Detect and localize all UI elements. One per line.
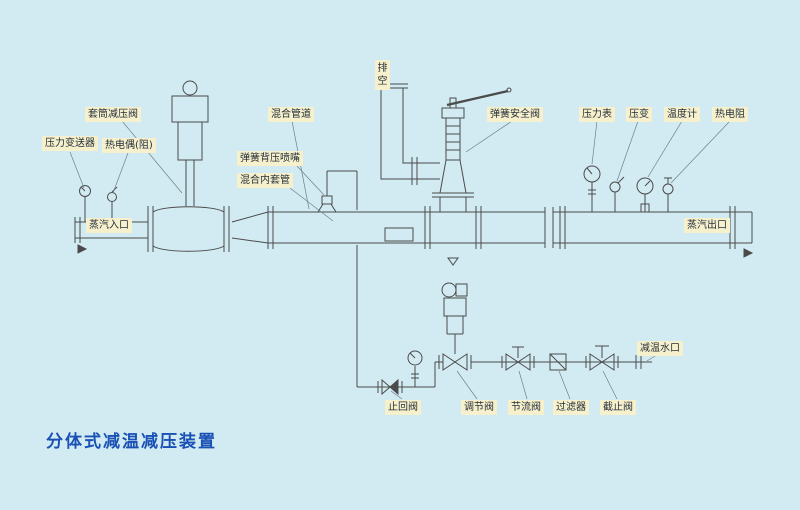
water-injection-riser xyxy=(326,170,358,387)
label-spring-safety-valve: 弹簧安全阀 xyxy=(487,107,543,122)
label-regulating-valve: 调节阀 xyxy=(461,400,497,415)
flow-arrow-icon xyxy=(77,244,754,266)
leader-lines xyxy=(69,120,731,400)
thermocouple-symbol xyxy=(107,186,118,222)
label-vent: 排空 xyxy=(375,60,390,90)
label-spring-back-pressure-nozzle: 弹簧背压喷嘴 xyxy=(237,151,303,166)
branch-pressure-gauge-symbol xyxy=(407,350,423,387)
label-pressure-transmitter: 压力变送器 xyxy=(42,136,98,151)
pressure-transmitter-symbol xyxy=(79,185,91,222)
label-thermal-resistor: 热电阻 xyxy=(712,107,748,122)
reducer-symbol xyxy=(231,206,274,249)
regulating-valve-symbol xyxy=(438,282,472,371)
stop-valve-symbol xyxy=(585,345,619,371)
label-steam-outlet: 蒸汽出口 xyxy=(684,218,730,233)
label-sleeve-pressure-reducing-valve: 套筒减压阀 xyxy=(85,107,141,122)
strainer-symbol xyxy=(549,353,567,371)
thermal-resistor-symbol xyxy=(662,177,674,212)
label-pressure-transducer: 压变 xyxy=(626,107,652,122)
thermometer-symbol xyxy=(636,177,654,213)
label-thermometer: 温度计 xyxy=(664,107,700,122)
label-strainer: 过滤器 xyxy=(553,400,589,415)
pressure-gauge-symbol xyxy=(583,165,601,212)
pressure-transducer-symbol xyxy=(609,176,625,212)
label-stop-valve: 截止阀 xyxy=(600,400,636,415)
spring-back-pressure-nozzle-symbol xyxy=(317,195,337,213)
label-mixing-pipe: 混合管道 xyxy=(268,107,314,122)
label-thermocouple: 热电偶(阻) xyxy=(102,138,156,153)
label-mixing-inner-sleeve: 混合内套管 xyxy=(237,173,293,188)
throttle-valve-symbol xyxy=(501,346,535,371)
label-pressure-gauge: 压力表 xyxy=(579,107,615,122)
check-valve-symbol xyxy=(377,378,403,396)
page-title: 分体式减温减压装置 xyxy=(46,432,217,452)
cooling-water-line xyxy=(357,355,652,388)
sleeve-pressure-reducing-valve-symbol xyxy=(147,80,230,252)
label-cooling-water-inlet: 减温水口 xyxy=(637,341,683,356)
label-check-valve: 止回阀 xyxy=(385,400,421,415)
main-pipe xyxy=(268,206,753,249)
label-steam-inlet: 蒸汽入口 xyxy=(86,218,132,233)
spring-safety-valve-symbol xyxy=(376,83,512,212)
label-throttle-valve: 节流阀 xyxy=(508,400,544,415)
